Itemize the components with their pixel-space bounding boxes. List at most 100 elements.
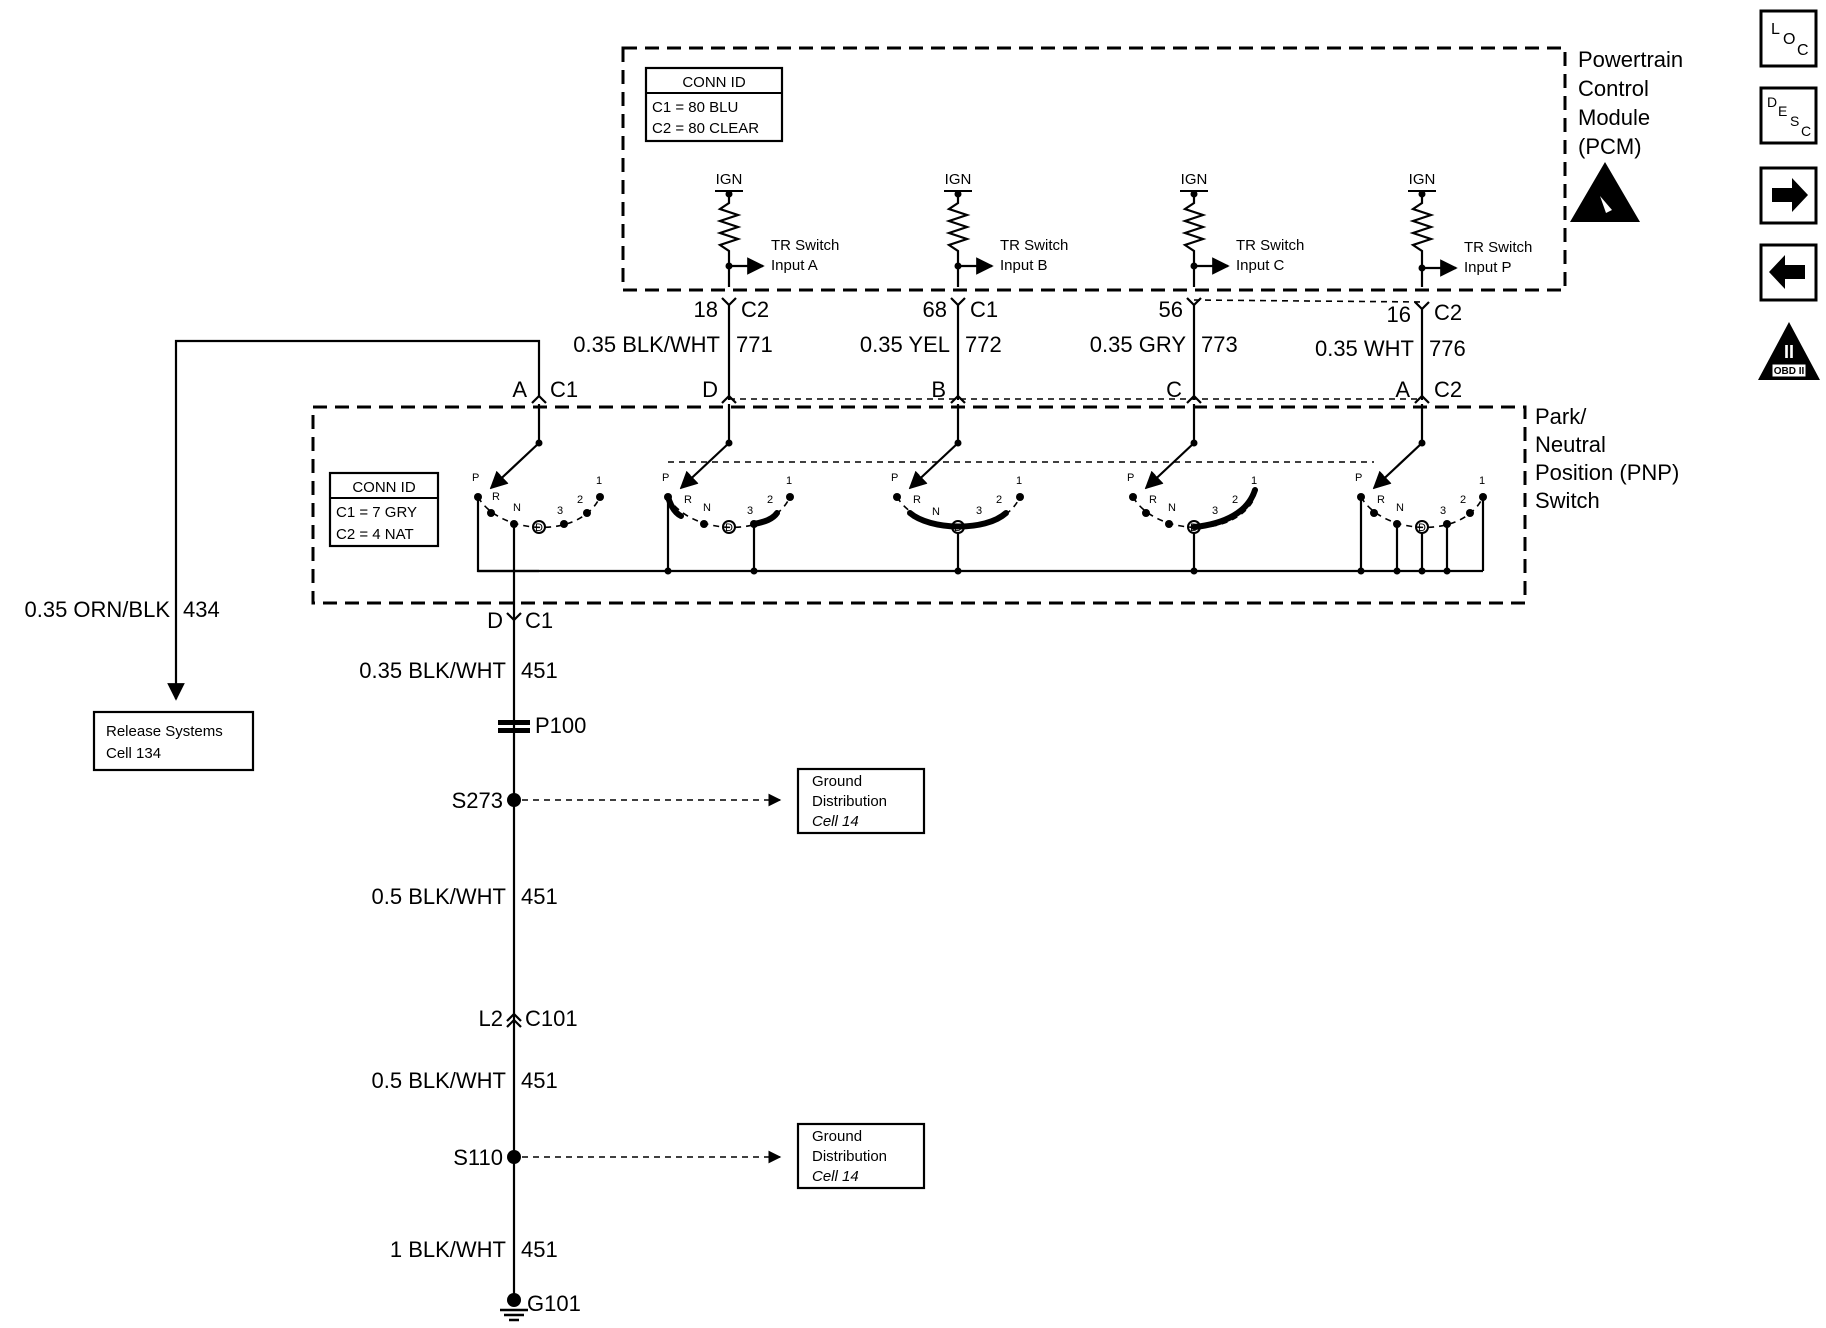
pnp-pin: D [702,377,718,402]
ground-distribution-box: Ground Distribution Cell 14 [796,1122,926,1190]
pnp-conn-id-line: C1 = 7 GRY [336,504,417,521]
wire-color: 0.35 BLK/WHT [573,332,720,357]
wire-color: 1 BLK/WHT [390,1237,506,1262]
svg-text:Module: Module [1578,105,1650,130]
obd-ii-icon[interactable]: II OBD II [1758,322,1820,380]
svg-text:R: R [1377,494,1385,506]
circuit-number: 773 [1201,332,1238,357]
svg-text:R: R [684,494,692,506]
svg-text:Switch: Switch [1535,488,1600,513]
svg-text:N: N [932,506,940,518]
s273-splice: S273 [452,788,782,813]
svg-text:R: R [913,494,921,506]
svg-text:P: P [662,472,669,484]
circuit-number: 451 [521,884,558,909]
wire-color: 0.5 BLK/WHT [372,1068,506,1093]
pcm-pin: 56 [1159,297,1183,322]
svg-text:Input B: Input B [1000,257,1048,274]
pnp-pin: D [487,608,503,633]
pnp-connector: C1 [525,608,553,633]
svg-text:Ground: Ground [812,773,862,790]
svg-text:1: 1 [1016,475,1022,487]
svg-text:D: D [1767,94,1777,110]
pnp-conn-id-line: C2 = 4 NAT [336,526,414,543]
pcm-conn-id-line: C2 = 80 CLEAR [652,120,759,137]
svg-text:Neutral: Neutral [1535,432,1606,457]
svg-text:L2: L2 [479,1006,503,1031]
svg-text:R: R [492,491,500,503]
svg-text:P: P [472,472,479,484]
desc-icon[interactable]: D E S C [1759,86,1818,145]
pnp-pin: C [1166,377,1182,402]
pnp-pin-a-c1: A C1 0.35 ORN/BLK 434 [24,339,578,701]
pcm-title: Powertrain Control Module (PCM) [1578,47,1683,159]
svg-text:P100: P100 [535,713,586,738]
svg-text:1: 1 [786,475,792,487]
s110-splice: S110 [453,1145,782,1170]
svg-text:Input A: Input A [771,257,818,274]
svg-text:3: 3 [557,505,563,517]
pnp-connector: C2 [1434,377,1462,402]
svg-text:Cell 134: Cell 134 [106,745,161,762]
pnp-common-bus [478,567,1483,575]
pnp-pin: B [931,377,946,402]
svg-text:N: N [513,502,521,514]
g101-ground-icon: G101 [500,1291,581,1322]
svg-text:Distribution: Distribution [812,1148,887,1165]
wire-color: 0.35 YEL [860,332,950,357]
esd-warning-icon [1570,162,1640,222]
input-circuit-p: IGN TR Switch Input P 16 C2 0.35 WHT 776… [1315,171,1532,404]
svg-text:TR Switch: TR Switch [1464,239,1532,256]
svg-text:2: 2 [1460,494,1466,506]
pcm-conn-id-header: CONN ID [682,74,746,91]
pnp-pin: A [512,377,527,402]
svg-text:G101: G101 [527,1291,581,1316]
svg-text:Park/: Park/ [1535,404,1587,429]
svg-text:1: 1 [1479,475,1485,487]
ign-label: IGN [716,171,743,188]
pnp-switch-c: PR ND 32 1 [1127,404,1258,571]
svg-text:OBD II: OBD II [1774,366,1805,377]
svg-text:D: D [1190,522,1198,534]
svg-text:Control: Control [1578,76,1649,101]
ign-label: IGN [945,171,972,188]
arrow-left-icon[interactable] [1759,243,1818,302]
arrow-right-icon[interactable] [1759,166,1818,225]
svg-text:3: 3 [1440,505,1446,517]
svg-text:N: N [703,502,711,514]
ign-label: IGN [1409,171,1436,188]
wire-color: 0.35 GRY [1090,332,1187,357]
svg-text:(PCM): (PCM) [1578,134,1642,159]
svg-text:Cell 14: Cell 14 [812,1168,859,1185]
ign-label: IGN [1181,171,1208,188]
c101-connector: L2 C101 [479,1006,578,1031]
svg-text:Release Systems: Release Systems [106,723,223,740]
pcm-boundary [621,46,1567,292]
wire-color: 0.35 BLK/WHT [359,658,506,683]
svg-text:D: D [535,522,543,534]
loc-icon[interactable]: L O C [1759,9,1818,68]
pnp-switch-p: PR ND 32 1 [1355,404,1487,571]
release-systems-box: Release Systems Cell 134 [92,710,255,772]
svg-text:1: 1 [596,475,602,487]
pcm-connector: C1 [970,297,998,322]
circuit-number: 451 [521,1068,558,1093]
pnp-title: Park/ Neutral Position (PNP) Switch [1535,404,1679,513]
pcm-connector: C2 [1434,300,1462,325]
pnp-switch-d: PR ND 32 1 [662,404,794,571]
svg-text:C: C [1797,42,1809,59]
pnp-boundary [311,405,1527,605]
input-circuit-c: IGN TR Switch Input C 56 0.35 GRY 773 C [1090,171,1304,404]
svg-text:D: D [954,522,962,534]
pnp-switch-b: PR ND 32 1 [891,404,1024,571]
svg-text:Powertrain: Powertrain [1578,47,1683,72]
wire-color: 0.5 BLK/WHT [372,884,506,909]
svg-text:O: O [1783,31,1795,48]
svg-text:D: D [1418,522,1426,534]
pnp-switch-a: PR ND 32 1 [472,404,604,573]
pcm-pin: 18 [694,297,718,322]
svg-text:C101: C101 [525,1006,578,1031]
circuit-number: 451 [521,1237,558,1262]
input-circuit-a: IGN TR Switch Input A 18 C2 0.35 BLK/WHT… [573,171,839,404]
